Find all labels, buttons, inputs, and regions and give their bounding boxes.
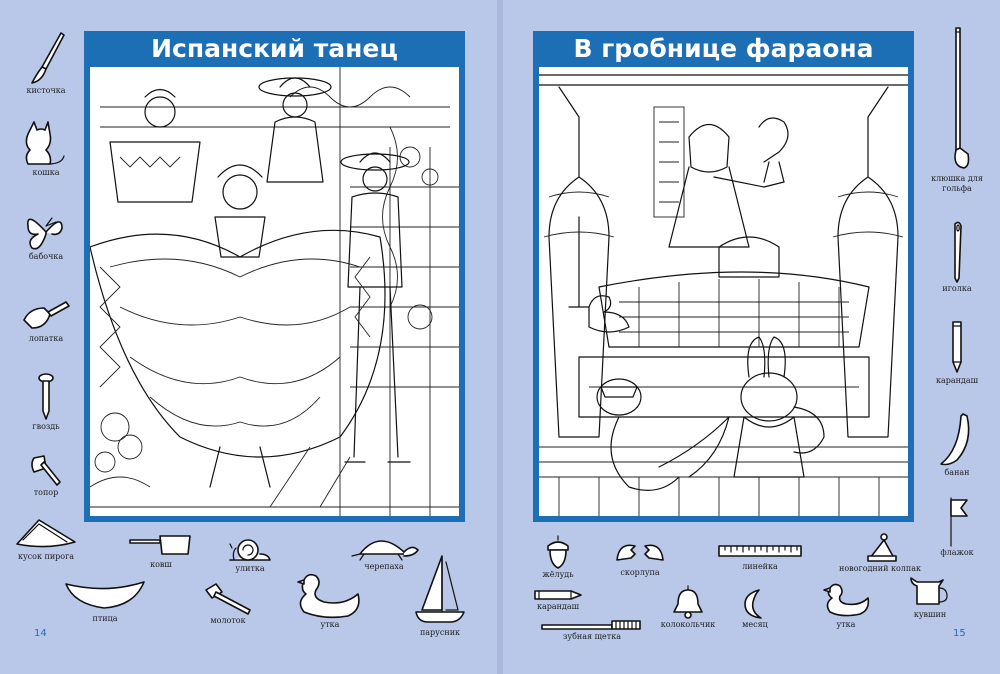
item-label: парусник xyxy=(419,628,461,637)
banana-icon xyxy=(940,413,970,466)
item-eggshell[interactable]: скорлупа xyxy=(608,540,672,578)
item-label: иголка xyxy=(942,284,972,293)
item-ruler[interactable]: линейка xyxy=(716,544,804,572)
item-label: клюшка для гольфа xyxy=(931,174,983,193)
item-label: кисточка xyxy=(26,86,66,95)
duck-icon xyxy=(297,573,360,619)
ladle-icon xyxy=(129,535,191,555)
item-label: кошка xyxy=(32,168,60,177)
item-pitcher[interactable]: кувшин xyxy=(900,576,960,620)
item-duck-left[interactable]: утка xyxy=(290,570,370,630)
acorn-icon xyxy=(547,535,569,569)
item-label: птица xyxy=(92,614,118,623)
item-snail[interactable]: улитка xyxy=(222,538,278,574)
item-trowel[interactable]: лопатка xyxy=(18,298,74,344)
item-label: месяц xyxy=(742,620,768,629)
ruler-icon xyxy=(718,545,802,557)
item-acorn[interactable]: жёлудь xyxy=(530,534,586,580)
item-brush[interactable]: кисточка xyxy=(18,30,74,96)
item-axe[interactable]: топор xyxy=(18,452,74,498)
crescent-moon-icon xyxy=(744,589,762,619)
right-puzzle-panel: В гробнице фараона xyxy=(533,31,914,522)
butterfly-icon xyxy=(27,217,63,250)
item-label: скорлупа xyxy=(620,568,660,577)
item-nail[interactable]: гвоздь xyxy=(18,372,74,432)
item-crescent-moon[interactable]: месяц xyxy=(730,588,780,630)
party-hat-icon xyxy=(867,533,897,562)
item-pencil-bottom[interactable]: карандаш xyxy=(530,588,586,612)
item-label: зубная щетка xyxy=(563,632,621,641)
item-golf-club[interactable]: клюшка для гольфа xyxy=(922,24,992,194)
item-label: лопатка xyxy=(28,334,64,343)
item-ladle[interactable]: ковш xyxy=(126,532,196,570)
item-sailboat[interactable]: парусник xyxy=(400,552,480,638)
turtle-icon xyxy=(351,540,419,561)
hammer-icon xyxy=(205,583,251,615)
pitcher-icon xyxy=(910,577,948,605)
golf-club-icon xyxy=(954,27,970,169)
item-label: новогодний колпак xyxy=(839,564,921,573)
nail-icon xyxy=(38,373,54,420)
item-banana[interactable]: банан xyxy=(922,410,992,478)
duck-icon xyxy=(823,583,870,617)
item-label: колокольчик xyxy=(660,620,716,629)
item-party-hat[interactable]: новогодний колпак xyxy=(839,532,921,574)
item-label: утка xyxy=(320,620,340,629)
item-hammer[interactable]: молоток xyxy=(198,582,258,626)
brush-icon xyxy=(31,32,65,84)
item-label: карандаш xyxy=(536,602,580,611)
page-gutter xyxy=(497,0,503,674)
left-page-title: Испанский танец xyxy=(151,34,398,63)
left-puzzle-panel: Испанский танец xyxy=(84,31,465,522)
item-label: гвоздь xyxy=(32,422,60,431)
trowel-icon xyxy=(23,301,70,329)
flag-icon xyxy=(950,497,968,547)
snail-icon xyxy=(229,539,271,561)
item-label: кусок пирога xyxy=(17,552,75,561)
item-duck-right[interactable]: утка xyxy=(814,580,878,630)
item-label: молоток xyxy=(210,616,246,625)
axe-icon xyxy=(31,455,61,486)
item-label: черепаха xyxy=(364,562,404,571)
item-turtle[interactable]: черепаха xyxy=(346,532,422,572)
toothbrush-icon xyxy=(541,620,641,630)
bell-icon xyxy=(673,585,703,619)
right-page-number: 15 xyxy=(953,628,966,639)
item-label: банан xyxy=(944,468,970,477)
item-label: улитка xyxy=(235,564,265,573)
item-label: утка xyxy=(836,620,856,629)
item-toothbrush[interactable]: зубная щетка xyxy=(532,618,652,642)
pencil-icon xyxy=(534,590,582,600)
item-flag[interactable]: флажок xyxy=(922,492,992,558)
pie-slice-icon xyxy=(16,519,76,548)
eggshell-icon xyxy=(616,544,664,561)
item-butterfly[interactable]: бабочка xyxy=(18,212,74,262)
pharaoh-tomb-illustration[interactable] xyxy=(539,67,908,516)
item-label: ковш xyxy=(150,560,172,569)
item-label: кувшин xyxy=(913,610,947,619)
item-pie-slice[interactable]: кусок пирога xyxy=(6,516,86,562)
item-label: жёлудь xyxy=(542,570,574,579)
item-pencil-side[interactable]: карандаш xyxy=(922,318,992,386)
item-bell[interactable]: колокольчик xyxy=(660,584,716,630)
needle-icon xyxy=(954,221,962,283)
item-label: карандаш xyxy=(935,376,979,385)
right-page-title: В гробнице фараона xyxy=(573,34,874,63)
item-label: линейка xyxy=(742,562,778,571)
item-bird[interactable]: птица xyxy=(60,578,150,624)
cat-icon xyxy=(25,121,65,165)
sailboat-icon xyxy=(415,555,465,623)
item-label: флажок xyxy=(940,548,974,557)
left-page-number: 14 xyxy=(34,628,47,639)
pencil-icon xyxy=(952,321,962,373)
item-label: бабочка xyxy=(28,252,64,261)
bird-icon xyxy=(65,581,145,609)
item-cat[interactable]: кошка xyxy=(18,114,74,178)
spanish-dance-illustration[interactable] xyxy=(90,67,459,516)
item-label: топор xyxy=(33,488,59,497)
item-needle[interactable]: иголка xyxy=(922,220,992,294)
